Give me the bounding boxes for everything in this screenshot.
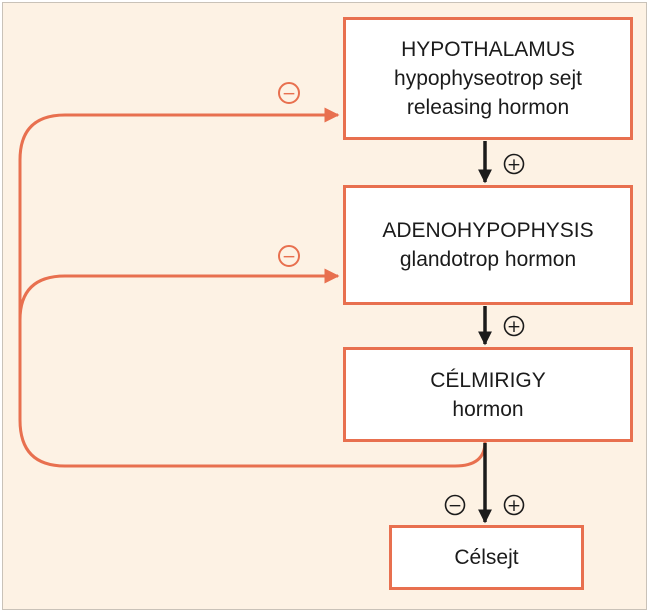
celsejt-box: Célsejt: [389, 525, 584, 590]
plus-sign-label: +: [507, 496, 521, 516]
adenohypophysis-box: ADENOHYPOPHYSIS glandotrop hormon: [343, 185, 633, 305]
minus-sign-label: −: [282, 84, 296, 104]
plus-sign-icon: +: [503, 494, 525, 516]
feedback-loop-line: [18, 107, 487, 468]
minus-sign-icon: −: [278, 82, 300, 104]
adenohypophysis-title: ADENOHYPOPHYSIS: [382, 219, 594, 242]
plus-sign-label: +: [507, 317, 521, 337]
plus-sign-icon: +: [503, 153, 525, 175]
hypothalamus-hormone: releasing hormon: [406, 96, 570, 119]
hypothalamus-title: HYPOTHALAMUS: [401, 38, 575, 61]
adenohypophysis-hormone: glandotrop hormon: [399, 248, 577, 271]
minus-sign-label: −: [282, 247, 296, 267]
minus-sign-label: −: [448, 496, 462, 516]
minus-sign-icon: −: [444, 494, 466, 516]
feedback-branch-line: [18, 268, 340, 321]
celmirigy-title: CÉLMIRIGY: [430, 368, 546, 392]
celsejt-title: Célsejt: [454, 546, 519, 569]
plus-sign-icon: +: [503, 315, 525, 337]
hypothalamus-box: HYPOTHALAMUS hypophyseotrop sejt releasi…: [343, 17, 633, 140]
plus-sign-label: +: [507, 155, 521, 175]
hypothalamus-cell-type: hypophyseotrop sejt: [394, 67, 582, 90]
celmirigy-box: CÉLMIRIGY hormon: [343, 347, 633, 442]
minus-sign-icon: −: [278, 245, 300, 267]
celmirigy-hormone: hormon: [452, 397, 524, 421]
